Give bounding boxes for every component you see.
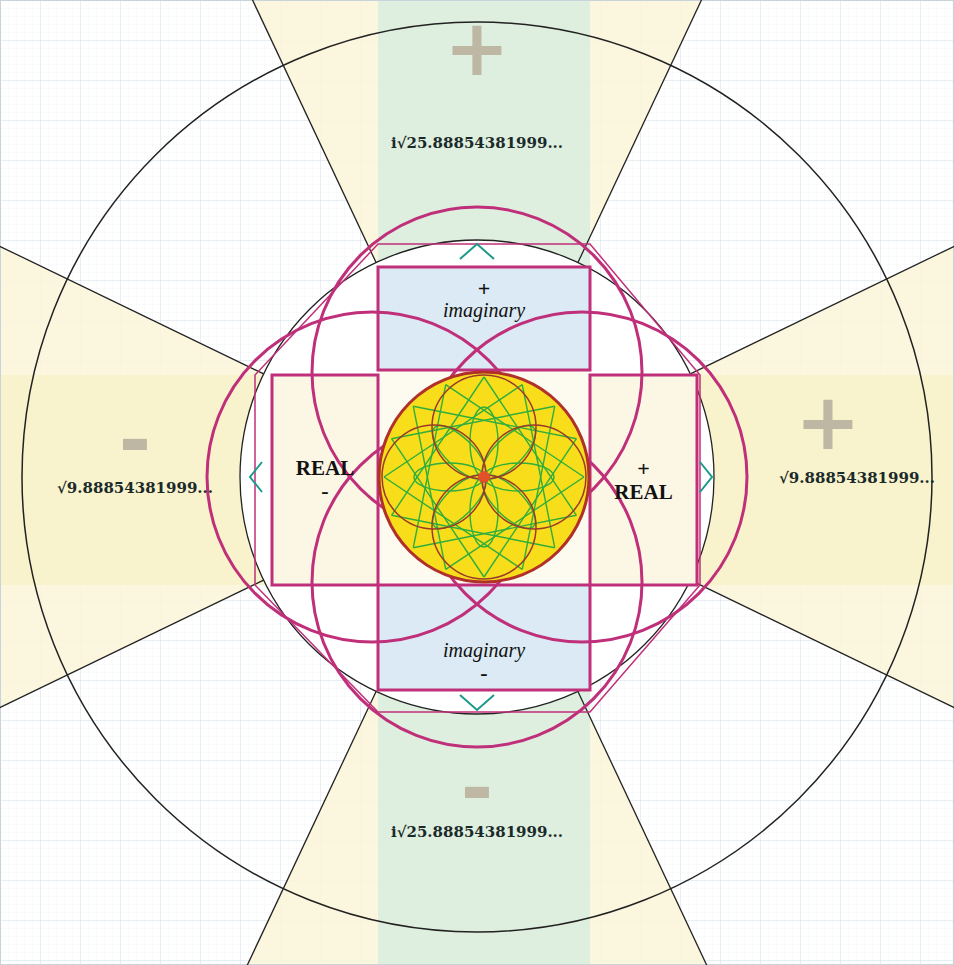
star-line — [522, 406, 554, 569]
sign-symbol: - — [119, 401, 151, 479]
petal — [425, 467, 494, 536]
petal — [470, 407, 498, 477]
value-label: √9.88854381999... — [779, 469, 935, 487]
spoke-line — [179, 691, 376, 965]
spoke-line — [690, 580, 954, 782]
petal — [414, 463, 484, 491]
value-label: √9.88854381999... — [57, 479, 213, 497]
sign-symbol: + — [444, 9, 509, 87]
value-label: i√25.88854381999... — [391, 134, 563, 152]
petal — [474, 418, 543, 487]
petal — [474, 467, 543, 536]
quadrant-box: +imaginary — [378, 267, 590, 370]
box-text: REAL — [296, 457, 354, 479]
spoke-line — [179, 0, 376, 263]
spoke-line — [578, 0, 775, 263]
petal — [484, 463, 554, 491]
box-text: - — [480, 661, 487, 684]
quadrant-box: imaginary- — [378, 585, 590, 690]
sign-symbol: - — [461, 749, 493, 827]
quadrant-box: +REAL — [590, 375, 697, 585]
petal — [425, 418, 494, 487]
spoke-line — [0, 172, 264, 374]
quadrant-box: REAL- — [272, 375, 378, 585]
box-text: imaginary — [443, 640, 525, 661]
petal — [470, 477, 498, 547]
spoke-line — [0, 580, 264, 782]
box-text: REAL — [614, 481, 672, 503]
box-text: - — [321, 479, 328, 502]
value-label: i√25.88854381999... — [391, 823, 563, 841]
star-line — [522, 385, 554, 548]
ring-circle — [482, 425, 586, 529]
spoke-line — [578, 691, 775, 965]
box-text: + — [637, 457, 650, 480]
sign-symbol: + — [795, 383, 860, 461]
spoke-line — [690, 172, 954, 374]
ring-circle — [382, 425, 486, 529]
box-text: imaginary — [443, 300, 525, 321]
box-text: + — [478, 277, 491, 300]
